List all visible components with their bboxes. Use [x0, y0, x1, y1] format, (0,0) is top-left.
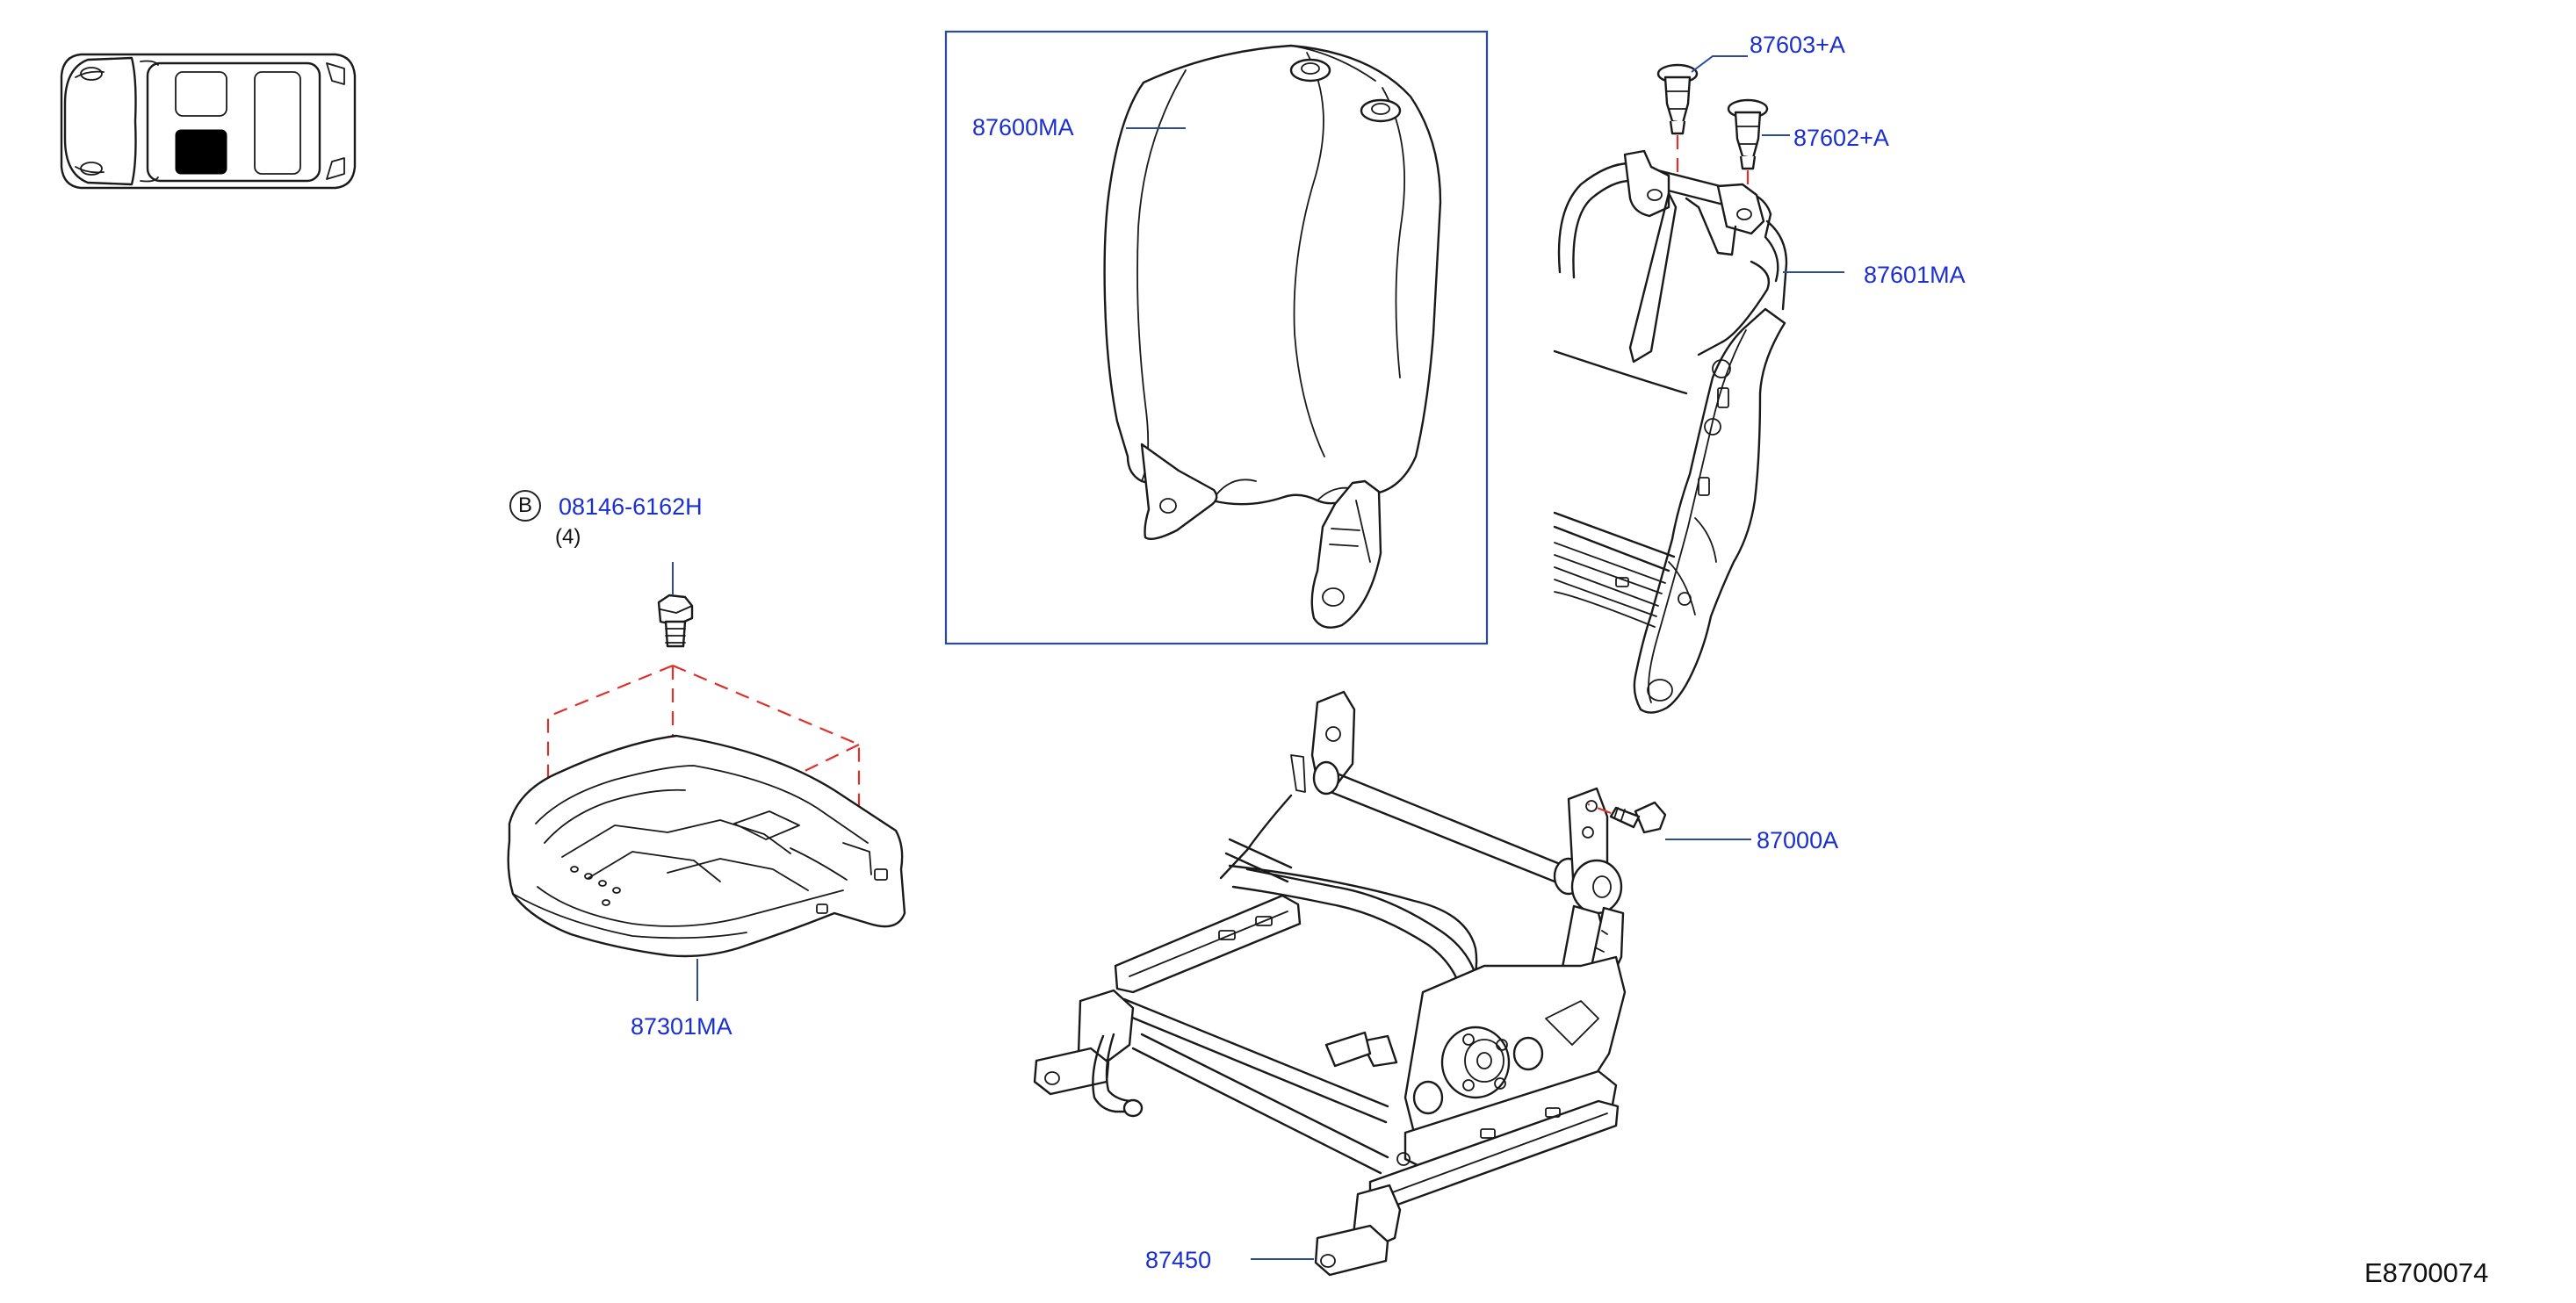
headrest-guide-free [1727, 98, 1769, 170]
bolt-icon [1609, 801, 1667, 834]
headrest-guide-lock [1656, 63, 1699, 135]
quantity-label: (4) [555, 525, 581, 549]
diagram-code: E8700074 [2364, 1257, 2489, 1288]
part-label-87601MA: 87601MA [1864, 262, 1966, 288]
prefix-symbol-badge: B [509, 490, 541, 522]
part-label-87000A: 87000A [1757, 827, 1839, 853]
car-top-view-icon [60, 53, 357, 190]
part-label-87603A: 87603+A [1750, 32, 1845, 58]
part-label-87602A: 87602+A [1793, 125, 1889, 151]
seat-back-trim-cover [1103, 44, 1442, 629]
seat-cushion-pad [507, 734, 906, 958]
part-label-87450: 87450 [1145, 1247, 1212, 1273]
part-label-08146-6162H: 08146-6162H [559, 493, 703, 520]
seat-cushion-frame [1033, 690, 1627, 1277]
trim-cover-group-box [944, 30, 1489, 645]
part-label-87301MA: 87301MA [631, 1013, 732, 1040]
part-label-87600MA: 87600MA [972, 114, 1074, 140]
bolt-icon [657, 594, 694, 648]
seat-back-frame [1553, 149, 1788, 714]
leader-87603A [1691, 55, 1748, 73]
locator-highlight [175, 129, 227, 175]
